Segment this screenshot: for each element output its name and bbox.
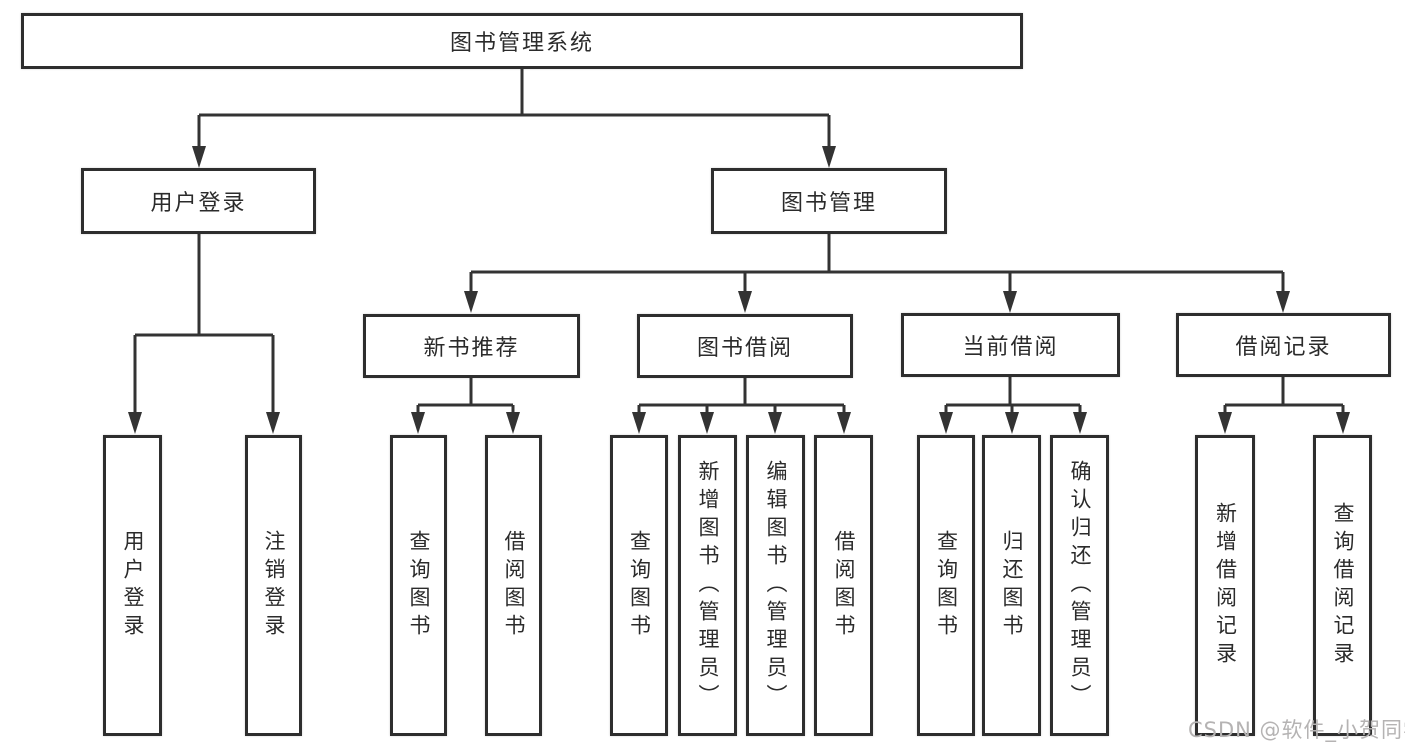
node-label: 图书管理系统 bbox=[449, 31, 594, 56]
leaf-label: 查询图书 bbox=[627, 529, 652, 642]
leaf-query-books-current: 查询图书 bbox=[917, 435, 975, 736]
leaf-logout: 注销登录 bbox=[245, 435, 302, 736]
leaf-label: 编辑图书（管理员） bbox=[764, 459, 788, 712]
node-root-library-management-system: 图书管理系统 bbox=[21, 13, 1023, 69]
leaf-label: 借阅图书 bbox=[502, 529, 526, 642]
leaf-query-books-borrowing: 查询图书 bbox=[610, 435, 668, 736]
csdn-watermark: CSDN @软件_小贺同学 bbox=[1188, 718, 1405, 742]
node-borrowing-records: 借阅记录 bbox=[1176, 313, 1391, 377]
node-current-borrowing: 当前借阅 bbox=[901, 313, 1120, 377]
leaf-query-borrow-record: 查询借阅记录 bbox=[1313, 435, 1372, 736]
node-book-borrowing: 图书借阅 bbox=[637, 314, 853, 378]
leaf-label: 借阅图书 bbox=[832, 529, 856, 642]
node-label: 用户登录 bbox=[150, 191, 247, 216]
leaf-label: 查询借阅记录 bbox=[1331, 501, 1355, 670]
node-user-login: 用户登录 bbox=[81, 168, 316, 234]
node-label: 图书借阅 bbox=[696, 336, 793, 361]
node-label: 图书管理 bbox=[780, 191, 877, 216]
leaf-edit-books-admin: 编辑图书（管理员） bbox=[746, 435, 805, 736]
node-label: 新书推荐 bbox=[423, 336, 520, 361]
leaf-add-books-admin: 新增图书（管理员） bbox=[678, 435, 737, 736]
node-book-management: 图书管理 bbox=[711, 168, 947, 234]
leaf-return-books: 归还图书 bbox=[982, 435, 1041, 736]
leaf-borrow-books-recommend: 借阅图书 bbox=[485, 435, 542, 736]
node-new-book-recommendation: 新书推荐 bbox=[363, 314, 580, 378]
leaf-label: 用户登录 bbox=[121, 529, 145, 642]
leaf-label: 注销登录 bbox=[262, 529, 286, 642]
leaf-confirm-return-admin: 确认归还（管理员） bbox=[1050, 435, 1109, 736]
leaf-label: 归还图书 bbox=[1000, 529, 1024, 642]
leaf-borrow-books: 借阅图书 bbox=[814, 435, 873, 736]
leaf-label: 查询图书 bbox=[934, 529, 959, 642]
leaf-add-borrow-record: 新增借阅记录 bbox=[1195, 435, 1255, 736]
arrowhead-icons bbox=[128, 146, 1350, 434]
leaf-label: 新增图书（管理员） bbox=[696, 459, 720, 712]
leaf-label: 查询图书 bbox=[407, 529, 431, 642]
node-label: 当前借阅 bbox=[962, 335, 1059, 360]
leaf-label: 新增借阅记录 bbox=[1213, 501, 1238, 670]
leaf-query-books-recommend: 查询图书 bbox=[390, 435, 447, 736]
leaf-user-login: 用户登录 bbox=[103, 435, 162, 736]
leaf-label: 确认归还（管理员） bbox=[1068, 459, 1092, 712]
node-label: 借阅记录 bbox=[1235, 335, 1332, 360]
